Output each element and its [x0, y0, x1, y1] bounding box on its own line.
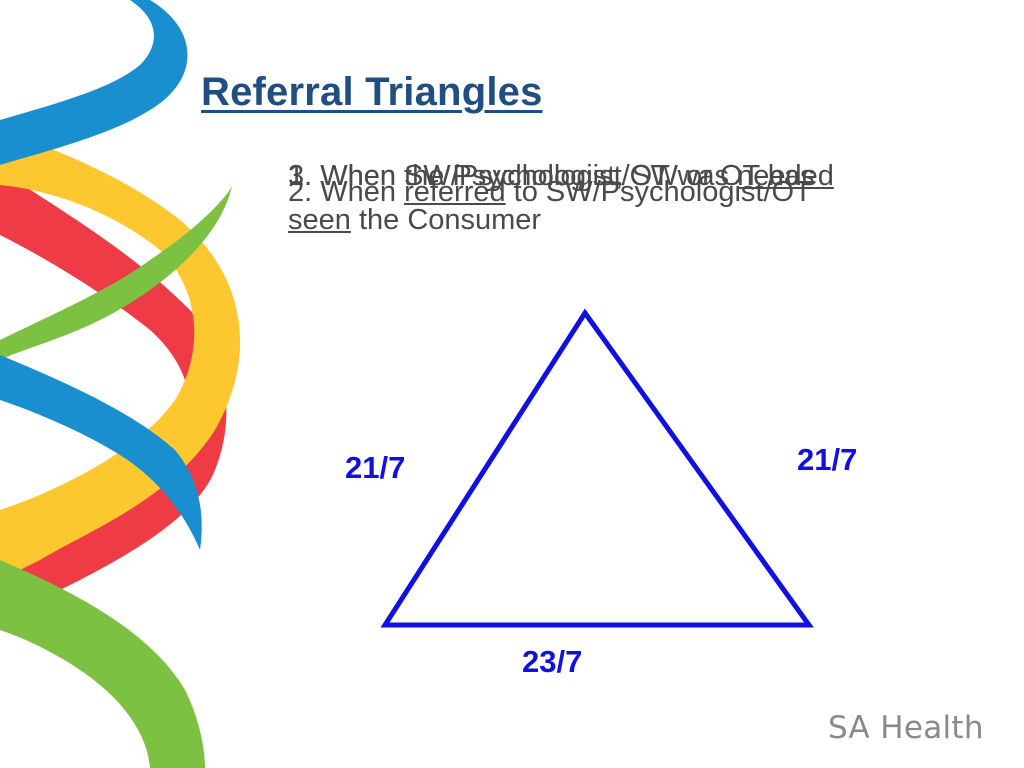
list-item-3: 3. When the Psychologist, SW or OT has: [288, 160, 815, 192]
item-2-underlined: referred: [404, 176, 506, 208]
bottom-side-label: 23/7: [522, 644, 583, 679]
page-title: Referral Triangles: [201, 70, 543, 114]
item-2-text: 2. When: [288, 176, 405, 208]
green-ribbon: [0, 186, 232, 360]
item-1-underlined: needed: [737, 160, 834, 192]
item-1-text: 1. When SW/Psychologist/OT was: [288, 160, 738, 192]
item-3-text-post: the Consumer: [350, 204, 542, 236]
blue-ribbon: [0, 0, 188, 165]
left-side-label: 21/7: [345, 450, 406, 485]
list-item-2: 2. When referred to SW/Psychologist/OT: [288, 178, 978, 207]
right-side-label: 21/7: [797, 442, 858, 477]
triangle-shape: [380, 308, 814, 628]
item-2-text-post: to SW/Psychologist/OT: [505, 176, 812, 208]
sa-health-logo: SA Health: [828, 710, 984, 746]
list-item-1: 1. When SW/Psychologist/OT was needed: [288, 162, 978, 191]
green-ribbon-lower: [0, 560, 205, 768]
item-3-underlined: seen: [288, 204, 351, 236]
blue-ribbon-lower: [0, 355, 202, 550]
list-item-3-continued: seen the Consumer: [288, 206, 978, 235]
decorative-ribbons: [0, 0, 241, 768]
